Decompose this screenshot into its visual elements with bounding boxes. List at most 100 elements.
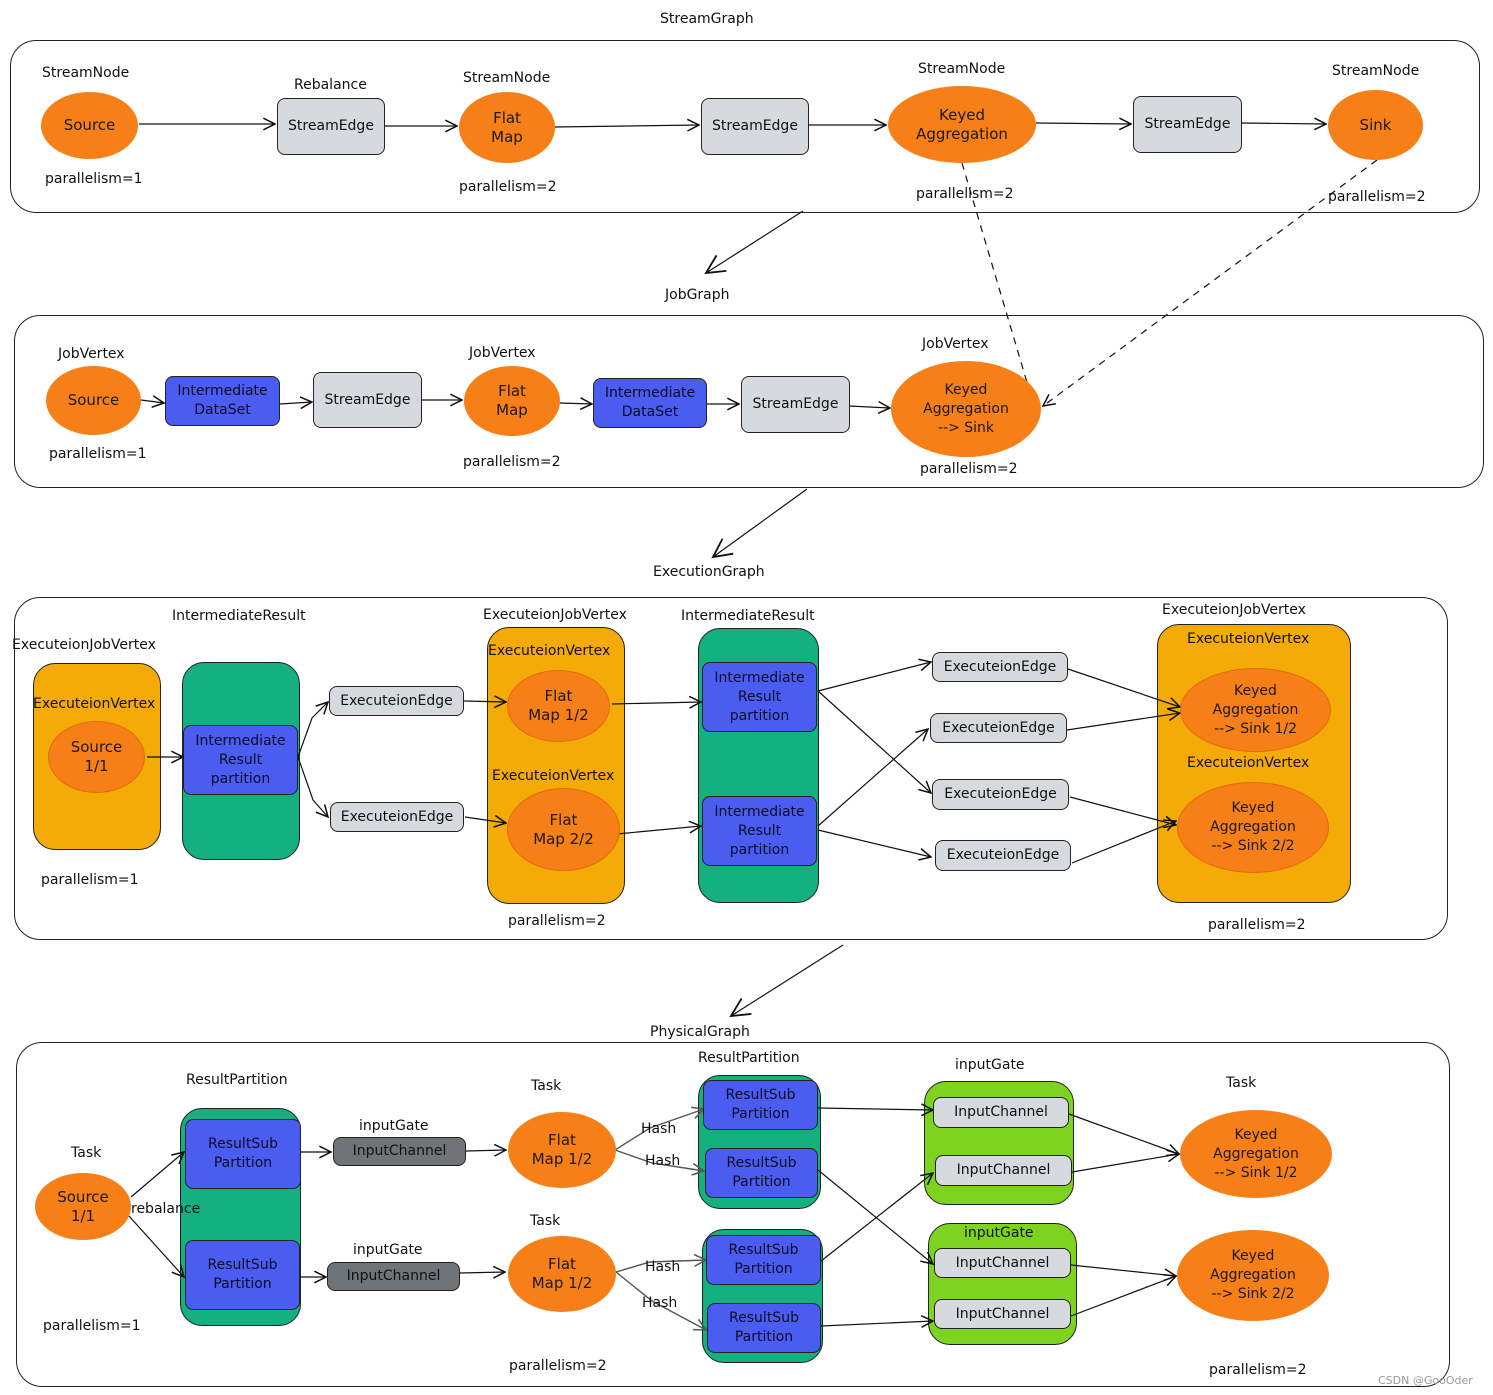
execution-edge[interactable]: ExecuteionEdge — [932, 652, 1068, 682]
physical-source-task[interactable]: Source 1/1 — [35, 1173, 131, 1240]
watermark: CSDN @GooOder — [1378, 1374, 1473, 1387]
hash-label: Hash — [645, 1153, 681, 1169]
intermediate-result-label: IntermediateResult — [172, 608, 306, 624]
job-flatmap-vertex[interactable]: Flat Map — [464, 366, 560, 436]
result-sub-partition[interactable]: ResultSub Partition — [703, 1080, 818, 1130]
rebalance-label: Rebalance — [294, 77, 367, 93]
parallelism-label: parallelism=2 — [509, 1358, 607, 1374]
node-label: Flat Map 1/2 — [531, 1131, 593, 1168]
node-label: Keyed Aggregation --> Sink 1/2 — [1213, 1126, 1299, 1181]
parallelism-label: parallelism=2 — [463, 454, 561, 470]
input-channel[interactable]: InputChannel — [934, 1248, 1071, 1278]
node-label: Keyed Aggregation --> Sink 2/2 — [1210, 800, 1296, 854]
input-gate-label: inputGate — [955, 1057, 1025, 1073]
node-label: Keyed Aggregation --> Sink 1/2 — [1212, 682, 1299, 737]
input-channel[interactable]: InputChannel — [935, 1155, 1072, 1186]
intermediate-dataset[interactable]: Intermediate DataSet — [165, 376, 280, 426]
execution-flatmap-1-vertex[interactable]: Flat Map 1/2 — [507, 670, 610, 742]
execution-edge[interactable]: ExecuteionEdge — [329, 686, 464, 716]
result-sub-partition[interactable]: ResultSub Partition — [185, 1119, 301, 1189]
parallelism-label: parallelism=1 — [45, 171, 143, 187]
streamnode-label: StreamNode — [42, 65, 130, 81]
parallelism-label: parallelism=1 — [43, 1318, 141, 1334]
streamnode-label: StreamNode — [463, 70, 551, 86]
node-label: Flat Map — [496, 382, 528, 419]
physical-keyed-2-task[interactable]: Keyed Aggregation --> Sink 2/2 — [1177, 1230, 1329, 1321]
execution-keyed-1-vertex[interactable]: Keyed Aggregation --> Sink 1/2 — [1180, 668, 1331, 752]
execution-edge[interactable]: ExecuteionEdge — [930, 713, 1067, 743]
result-sub-partition[interactable]: ResultSub Partition — [706, 1235, 821, 1285]
jobvertex-label: JobVertex — [922, 336, 989, 352]
intermediate-result-partition[interactable]: Intermediate Result partition — [183, 725, 298, 795]
stream-edge[interactable]: StreamEdge — [1133, 96, 1242, 153]
execution-flatmap-2-vertex[interactable]: Flat Map 2/2 — [507, 788, 620, 871]
intermediate-result-partition[interactable]: Intermediate Result partition — [702, 662, 817, 732]
job-keyed-aggregation-sink-vertex[interactable]: Keyed Aggregation --> Sink — [891, 361, 1041, 457]
node-label: Source 1/1 — [70, 738, 123, 775]
result-sub-partition[interactable]: ResultSub Partition — [705, 1148, 818, 1198]
execution-source-vertex[interactable]: Source 1/1 — [48, 721, 145, 793]
node-label: Keyed Aggregation --> Sink — [923, 381, 1009, 436]
stream-edge[interactable]: StreamEdge — [277, 98, 385, 155]
job-stream-edge[interactable]: StreamEdge — [313, 372, 422, 428]
rebalance-label: rebalance — [131, 1201, 201, 1217]
parallelism-label: parallelism=2 — [459, 179, 557, 195]
physical-graph-title: PhysicalGraph — [650, 1024, 750, 1040]
execution-graph-title: ExecutionGraph — [653, 564, 765, 580]
input-channel[interactable]: InputChannel — [333, 1137, 466, 1166]
parallelism-label: parallelism=2 — [920, 461, 1018, 477]
stream-flatmap-node[interactable]: Flat Map — [459, 92, 555, 163]
physical-flatmap-task[interactable]: Flat Map 1/2 — [508, 1112, 616, 1188]
parallelism-label: parallelism=2 — [916, 186, 1014, 202]
input-channel[interactable]: InputChannel — [327, 1262, 460, 1291]
job-source-vertex[interactable]: Source — [46, 366, 141, 435]
input-channel[interactable]: InputChannel — [934, 1299, 1071, 1329]
node-label: Source — [63, 116, 116, 134]
streamnode-label: StreamNode — [918, 61, 1006, 77]
result-partition-label: ResultPartition — [698, 1050, 800, 1066]
stream-source-node[interactable]: Source — [41, 92, 138, 159]
result-sub-partition[interactable]: ResultSub Partition — [707, 1303, 821, 1353]
jobvertex-label: JobVertex — [469, 345, 536, 361]
execution-edge[interactable]: ExecuteionEdge — [330, 802, 464, 832]
stream-edge[interactable]: StreamEdge — [701, 98, 809, 155]
parallelism-label: parallelism=2 — [1328, 189, 1426, 205]
execution-vertex-label: ExecuteionVertex — [492, 768, 615, 784]
task-label: Task — [71, 1145, 102, 1161]
parallelism-label: parallelism=2 — [508, 913, 606, 929]
node-label: Source 1/1 — [57, 1187, 109, 1225]
execution-edge[interactable]: ExecuteionEdge — [935, 840, 1071, 871]
node-label: Sink — [1359, 115, 1392, 134]
job-graph-title: JobGraph — [665, 287, 730, 303]
node-label: Flat Map 1/2 — [531, 1255, 593, 1292]
input-gate-label: inputGate — [964, 1225, 1034, 1241]
stream-keyed-aggregation-node[interactable]: Keyed Aggregation — [888, 86, 1036, 163]
hash-label: Hash — [642, 1295, 678, 1311]
job-stream-edge[interactable]: StreamEdge — [741, 376, 850, 433]
node-label: Flat Map 2/2 — [533, 810, 594, 848]
physical-keyed-1-task[interactable]: Keyed Aggregation --> Sink 1/2 — [1180, 1110, 1332, 1198]
input-gate-label: inputGate — [359, 1118, 429, 1134]
stream-graph-title: StreamGraph — [660, 11, 754, 27]
parallelism-label: parallelism=2 — [1208, 917, 1306, 933]
intermediate-result-partition[interactable]: Intermediate Result partition — [702, 796, 817, 866]
result-partition-label: ResultPartition — [186, 1072, 288, 1088]
execution-edge[interactable]: ExecuteionEdge — [932, 779, 1069, 810]
physical-flatmap-task[interactable]: Flat Map 1/2 — [508, 1236, 616, 1312]
execution-vertex-label: ExecuteionVertex — [33, 696, 156, 712]
input-channel[interactable]: InputChannel — [933, 1097, 1069, 1128]
execution-vertex-label: ExecuteionVertex — [1187, 755, 1310, 771]
streamnode-label: StreamNode — [1332, 63, 1420, 79]
execution-job-vertex-label: ExecuteionJobVertex — [483, 607, 627, 623]
execution-job-vertex-label: ExecuteionJobVertex — [12, 637, 156, 653]
result-sub-partition[interactable]: ResultSub Partition — [185, 1240, 300, 1310]
node-label: Keyed Aggregation --> Sink 2/2 — [1210, 1248, 1296, 1302]
parallelism-label: parallelism=1 — [49, 446, 147, 462]
stream-sink-node[interactable]: Sink — [1328, 90, 1423, 160]
execution-job-vertex-label: ExecuteionJobVertex — [1162, 602, 1306, 618]
execution-keyed-2-vertex[interactable]: Keyed Aggregation --> Sink 2/2 — [1177, 782, 1329, 873]
node-label: Flat Map — [491, 108, 523, 146]
hash-label: Hash — [645, 1259, 681, 1275]
intermediate-dataset[interactable]: Intermediate DataSet — [593, 378, 707, 428]
node-label: Flat Map 1/2 — [528, 687, 589, 724]
